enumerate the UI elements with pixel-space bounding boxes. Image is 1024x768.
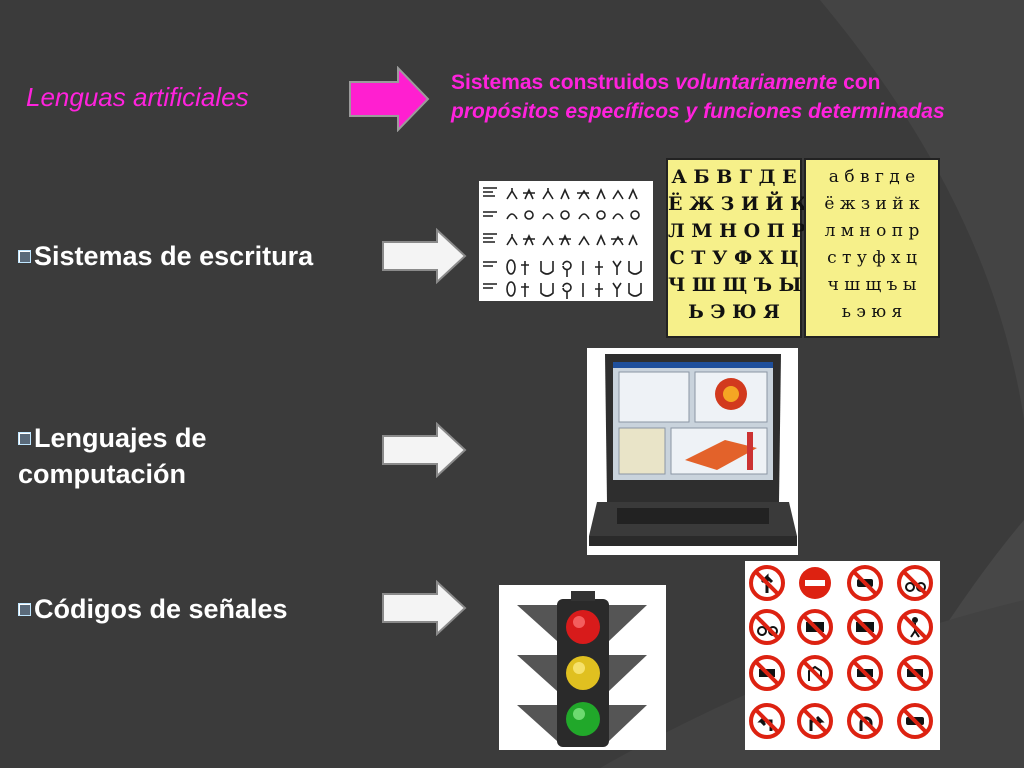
traffic-signs-image [745,561,940,750]
slide-title: Lenguas artificiales [26,82,249,112]
road-signs-icon [749,565,933,739]
description-italic-2: propósitos específicos y funciones deter… [451,100,945,123]
cyrillic-row: Ь Э Ю Я [688,301,780,323]
cyrillic-row: Ч Ш Щ Ъ Ы [668,274,802,296]
cyrillic-row: А Б В Г Д Е [671,166,797,188]
cyrillic-row: Ё Ж З И Й К [668,193,808,215]
laptop-icon [589,354,797,546]
bullet-square-icon [18,432,31,445]
traffic-light-icon [517,591,647,747]
cyrillic-row: ч ш щ ъ ы [827,275,917,295]
description-italic-1: voluntariamente [675,71,838,94]
cyrillic-row: л м н о п р [824,221,920,241]
writing-symbols-image [479,181,653,301]
traffic-light-image [499,585,666,750]
cyrillic-row: ь э ю я [841,302,903,322]
description-part1: Sistemas construidos [451,71,676,94]
white-arrow-icon [382,580,467,636]
bullet-computer-languages: Lenguajes de computación [18,420,318,492]
cyrillic-row: с т у ф х ц [827,248,917,268]
cyrillic-row: Л М Н О П Р [668,220,806,242]
cyrillic-row: а б в г д е [828,167,916,187]
white-arrow-icon [382,422,467,478]
bullet-label: Sistemas de escritura [34,241,314,271]
laptop-image [587,348,798,555]
bullet-writing-systems: Sistemas de escritura [18,238,313,274]
bullet-square-icon [18,250,31,263]
glyphs-icon [483,187,642,299]
white-arrow-icon [382,228,467,284]
bullet-label: Lenguajes de computación [18,423,207,489]
cyrillic-row: С Т У Ф Х Ц [669,247,799,269]
bullet-signal-codes: Códigos de señales [18,591,288,627]
description-part3: con [837,71,881,94]
bullet-square-icon [18,603,31,616]
cyrillic-uppercase-chart: А Б В Г Д Е Ё Ж З И Й К Л М Н О П Р С Т … [666,158,808,338]
cyrillic-lowercase-chart: а б в г д е ё ж з и й к л м н о п р с т … [804,158,940,338]
bullet-label: Códigos de señales [34,594,288,624]
cyrillic-row: ё ж з и й к [824,194,920,214]
slide-description: Sistemas construidos voluntariamente con… [451,68,991,126]
pink-arrow-icon [349,66,430,132]
